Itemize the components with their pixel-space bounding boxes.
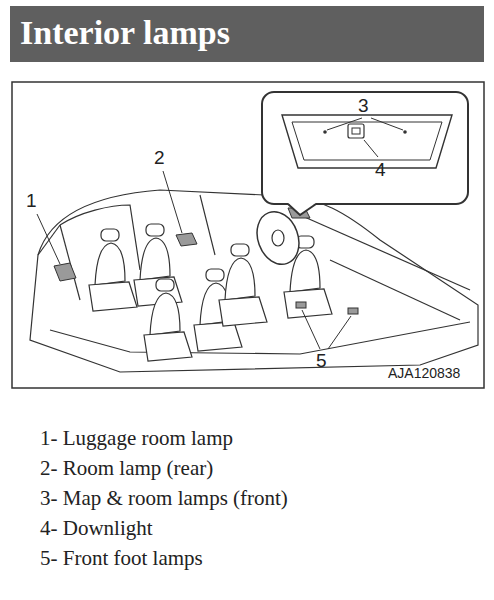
path-shape [292,122,442,160]
leader-lines [37,118,403,349]
car-body [30,190,478,372]
callout-number: 5 [316,351,327,372]
inset [262,92,468,215]
list-item: 2- Room lamp (rear) [40,457,213,480]
list-item: 5- Front foot lamps [40,547,203,570]
use-shape [219,244,267,326]
rect-shape [296,302,306,308]
path-shape [37,214,60,264]
path-shape [200,195,215,255]
path-shape [300,215,470,290]
path-shape [30,190,478,372]
figure-code: AJA120838 [388,366,460,381]
use-shape [89,229,137,311]
rect-shape [262,92,468,204]
path-shape [330,260,460,320]
callout-number: 1 [26,191,37,212]
path-shape [50,322,470,354]
callout-number: 4 [375,160,386,181]
rect-shape [348,308,358,314]
path-shape [288,203,316,215]
title-banner [10,6,484,62]
callout-number: 2 [154,148,165,169]
circle-shape [323,130,327,134]
use-shape [134,224,182,306]
path-shape [282,115,452,168]
lamps [54,208,358,314]
rect-shape [352,128,360,134]
path-shape [371,118,403,130]
path-shape [288,204,316,215]
path-shape [163,171,182,233]
title-text: Interior lamps [20,14,230,51]
list-item: 4- Downlight [40,517,153,540]
use-shape [144,279,192,361]
path-shape [327,118,362,130]
circle-shape [403,130,407,134]
rect-shape [348,124,364,138]
path-shape [302,310,320,349]
path-shape [364,140,378,157]
path-shape [176,233,197,246]
path-shape [328,316,351,349]
list-item: 1- Luggage room lamp [40,427,233,450]
steering-hub [272,230,284,246]
path-shape [54,263,76,281]
figure-frame [12,82,484,388]
list-item: 3- Map & room lamps (front) [40,487,288,510]
callout-number: 3 [358,96,369,117]
